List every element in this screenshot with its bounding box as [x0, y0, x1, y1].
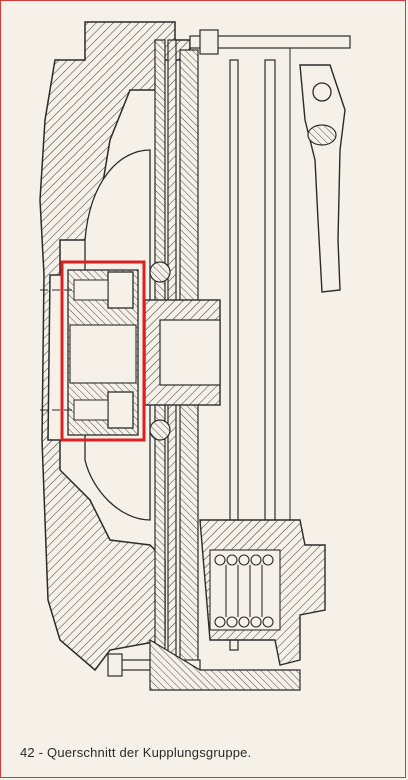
- hub-bore: [159, 319, 221, 386]
- red-highlight-box: [60, 260, 146, 442]
- right-shaft-2: [264, 59, 276, 601]
- right-shaft-1: [229, 59, 239, 651]
- top-rod: [189, 29, 351, 55]
- upper-bearing: [149, 261, 171, 283]
- lower-bearing: [149, 419, 171, 441]
- coil-springs: [214, 554, 274, 628]
- lever-roller: [307, 124, 337, 146]
- figure-caption: 42 - Querschnitt der Kupplungsgruppe.: [20, 745, 252, 760]
- lever-pivot: [312, 82, 332, 102]
- release-lever: [299, 64, 346, 293]
- outer-lower-wall: [149, 638, 301, 691]
- lower-bolt: [40, 391, 134, 429]
- clutch-cross-section-drawing: [39, 21, 351, 691]
- spring-cavity: [209, 549, 281, 631]
- flange-bore: [69, 324, 137, 384]
- upper-bolt: [40, 271, 134, 309]
